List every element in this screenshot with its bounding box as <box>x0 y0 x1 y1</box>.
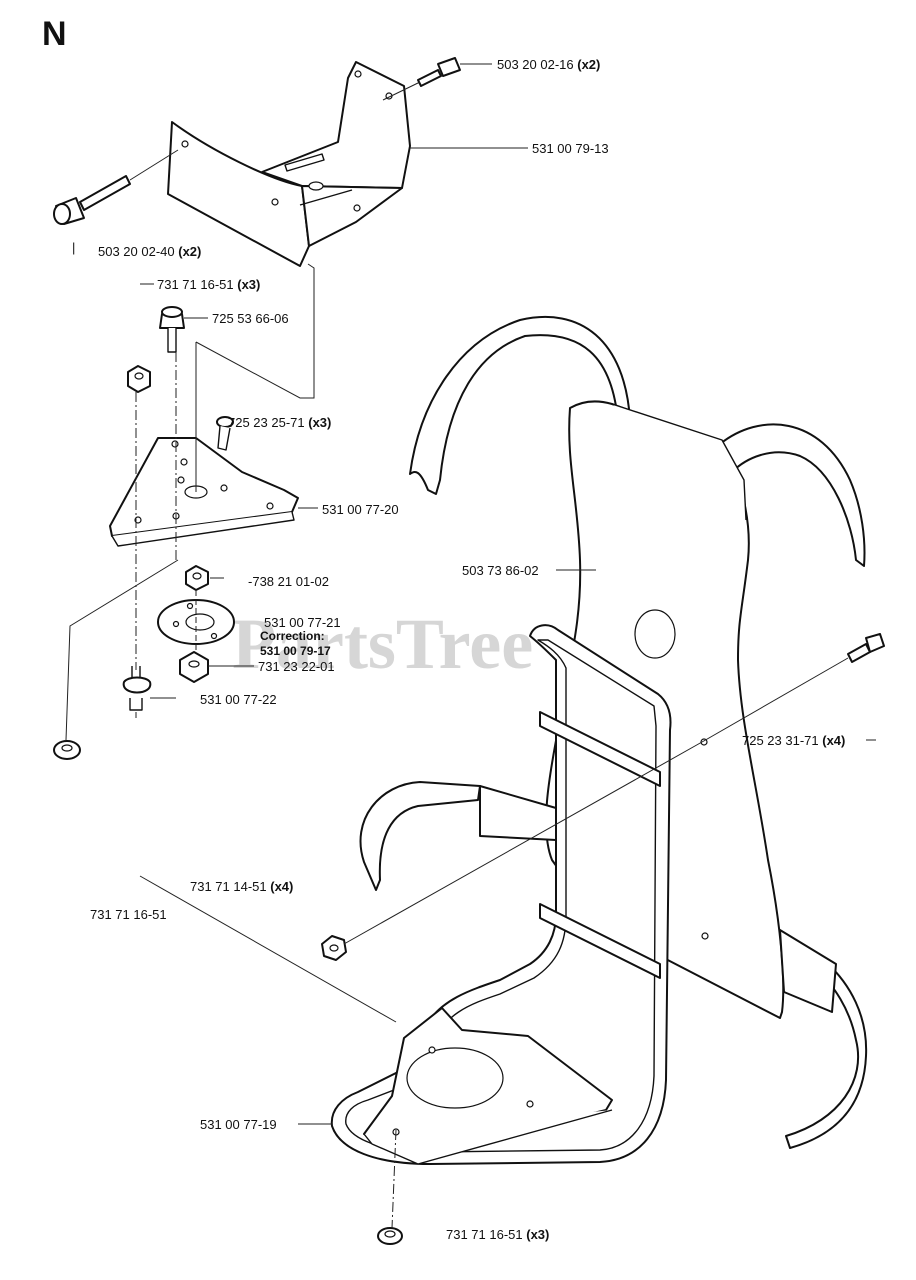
bolt-long-left[interactable] <box>53 175 131 225</box>
callout-725-23-31-71: 725 23 31-71 (x4) <box>742 733 845 748</box>
nut-738-21-01-02[interactable] <box>185 565 209 591</box>
callout-731-71-16-51-top: 731 71 16-51 (x3) <box>157 277 260 292</box>
callout-731-71-16-51-left: 731 71 16-51 <box>90 907 167 922</box>
frame-531-00-77-19[interactable] <box>330 624 672 1165</box>
callout-731-23-22-01: 731 23 22-01 <box>258 659 335 674</box>
correction-label: Correction: <box>260 629 325 643</box>
engine-bracket-part[interactable] <box>167 61 411 267</box>
nut-left-top[interactable] <box>127 365 151 393</box>
callout-503-73-86-02: 503 73 86-02 <box>462 563 539 578</box>
callout-731-71-14-51: 731 71 14-51 (x4) <box>190 879 293 894</box>
mounting-plate[interactable] <box>109 437 299 547</box>
section-letter: N <box>42 15 67 53</box>
callout-503-20-02-40: 503 20 02-40 (x2) <box>98 244 201 259</box>
callout-725-23-25-71: 725 23 25-71 (x3) <box>228 415 331 430</box>
bolt-725-23-31-71[interactable] <box>847 633 885 663</box>
screw-725-23-25-71[interactable] <box>216 416 234 451</box>
callout-731-71-16-51-bottom: 731 71 16-51 (x3) <box>446 1227 549 1242</box>
callout-531-00-77-21: 531 00 77-21 <box>264 615 341 630</box>
callout-531-00-77-20: 531 00 77-20 <box>322 502 399 517</box>
bolt-725-53-66-06[interactable] <box>159 306 185 353</box>
callout-531-00-79-13: 531 00 79-13 <box>532 141 609 156</box>
callout-738-21-01-02: -738 21 01-02 <box>248 574 329 589</box>
bottom-plate[interactable] <box>363 1007 613 1165</box>
callout-531-00-77-19: 531 00 77-19 <box>200 1117 277 1132</box>
nut-731-71-14-51[interactable] <box>321 935 347 961</box>
callout-725-53-66-06: 725 53 66-06 <box>212 311 289 326</box>
washer-nut-left[interactable] <box>53 740 81 760</box>
washer-nut-bottom[interactable] <box>377 1227 403 1245</box>
callout-531-00-77-22: 531 00 77-22 <box>200 692 277 707</box>
damper-531-00-77-22[interactable] <box>122 666 152 711</box>
waist-pad[interactable] <box>479 785 837 1013</box>
nut-731-23-22-01[interactable] <box>179 651 209 683</box>
tick-mark: | <box>72 240 75 255</box>
callout-503-20-02-16: 503 20 02-16 (x2) <box>497 57 600 72</box>
bolt-small-top[interactable] <box>417 57 461 87</box>
watermark: PartsTree <box>232 604 533 684</box>
harness-shoulder-straps[interactable] <box>359 315 868 1149</box>
correction-part: 531 00 79-17 <box>260 644 331 658</box>
